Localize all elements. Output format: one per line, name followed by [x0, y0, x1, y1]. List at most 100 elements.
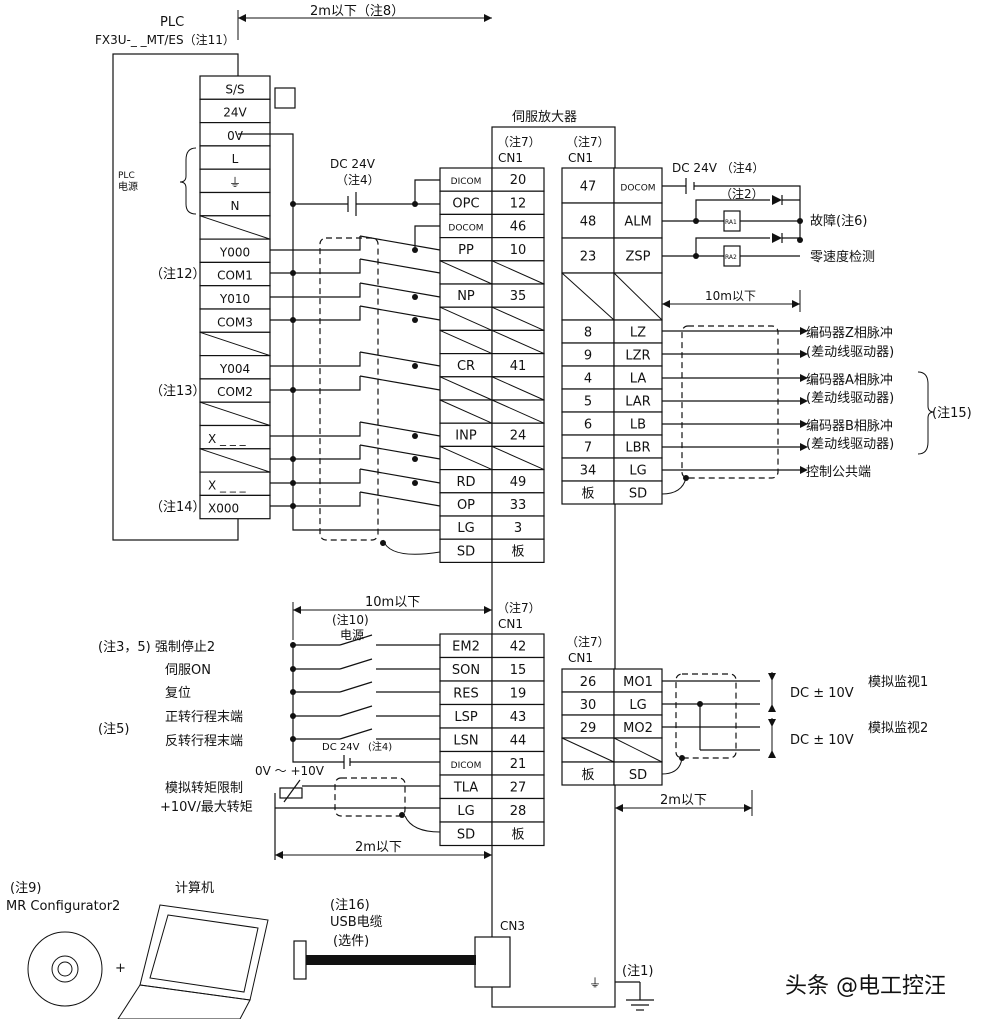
pin-cell: CR	[457, 359, 475, 374]
pin-cell: LG	[629, 464, 646, 479]
pin-cell: 43	[510, 710, 527, 725]
computer-label: 计算机	[175, 881, 214, 896]
plc-power-label-1: PLC	[118, 171, 135, 181]
pin-cell: 5	[584, 395, 592, 410]
plc: PLC FX3U-_ _MT/ES（注11） S/S 24V 0V L ⏚ N Y000CO…	[95, 15, 296, 541]
pin-cell: OPC	[452, 196, 479, 211]
enc-b-2: (差动线驱动器)	[806, 437, 894, 452]
pin-cell: 35	[510, 289, 527, 304]
pin-cell: 28	[510, 804, 527, 819]
plc-servo-wiring: DC 24V （注4）	[238, 133, 441, 555]
pin-cell: ZSP	[626, 250, 651, 265]
pin-cell: 20	[510, 173, 527, 188]
pin-cell: 8	[584, 326, 592, 341]
lower-dist-10m: 10m以下	[365, 595, 420, 610]
pin-cell: 33	[510, 498, 527, 513]
pin-cell: PP	[458, 243, 474, 258]
pin-cell: DOCOM	[448, 224, 483, 234]
enc-a-2: (差动线驱动器)	[806, 391, 894, 406]
pin-cell: 6	[584, 418, 592, 433]
dc-range-2: DC ± 10V	[790, 733, 854, 748]
pin-cell: LBR	[625, 441, 650, 456]
note15: (注15)	[932, 406, 972, 421]
pin-cell: MO2	[623, 721, 653, 736]
pin-cell: LG	[457, 521, 474, 536]
cn1-label-right: CN1	[568, 151, 593, 165]
plc-terminal	[199, 494, 271, 520]
pin-cell: LSP	[454, 710, 477, 725]
cn3-label: CN3	[500, 919, 525, 933]
plc-terminal-label: COM1	[217, 269, 253, 283]
enc-z-1: 编码器Z相脉冲	[806, 326, 893, 341]
pin-cell: 10	[510, 243, 527, 258]
plc-model: FX3U-_ _MT/ES（注11）	[95, 32, 235, 47]
plc-terminal-label: ⏚	[229, 176, 241, 190]
plc-terminal-label: Y000	[219, 245, 250, 259]
monitor-2: 模拟监视2	[868, 721, 928, 736]
note5: (注5)	[98, 722, 129, 737]
plc-terminal-label: COM2	[217, 385, 253, 399]
pin-cell: TLA	[453, 781, 478, 796]
enc-z-2: (差动线驱动器)	[806, 345, 894, 360]
top-dimension: 2m以下（注8）	[237, 4, 492, 40]
ra1: RA1	[725, 219, 737, 226]
pin-cell: LA	[630, 372, 647, 387]
monitor-wiring: DC ± 10V DC ± 10V 模拟监视1 模拟监视2 2m以下	[615, 672, 928, 816]
plc-terminal-label: Y004	[219, 362, 250, 376]
fault-label: 故障(注6)	[810, 214, 867, 229]
pin-cell: 19	[510, 687, 527, 702]
pin-cell: LG	[629, 698, 646, 713]
dc-range-1: DC ± 10V	[790, 686, 854, 701]
label-res: 复位	[165, 686, 191, 701]
cd-icon	[27, 931, 103, 1007]
label-son: 伺服ON	[165, 663, 211, 678]
dc24-left-label: DC 24V	[330, 157, 376, 171]
plc-power-brace	[179, 147, 197, 215]
cn1-note-lower-right: （注7）	[566, 634, 610, 649]
right-dist-10m: 10m以下	[705, 289, 756, 303]
pin-cell: SD	[629, 768, 647, 783]
analog-range: 0V ～ +10V	[255, 764, 325, 778]
lower-dc24: DC 24V	[322, 742, 360, 753]
cn1-note-lower: （注7）	[497, 600, 541, 615]
usb-label: USB电缆	[330, 914, 383, 930]
pin-cell: 板	[581, 487, 594, 502]
note12: （注12）	[150, 267, 206, 282]
pin-cell: SD	[457, 544, 475, 559]
lower-dist-2m: 2m以下	[355, 840, 402, 855]
pin-cell: INP	[455, 428, 477, 443]
pin-cell: 板	[511, 828, 524, 843]
plc-terminal-label: S/S	[225, 82, 244, 96]
bottom-section: (注9) MR Configurator2 + 计算机 (注16) USB电缆 …	[6, 881, 946, 1019]
pin-cell: DICOM	[451, 761, 482, 771]
plc-terminal-label: 24V	[223, 106, 247, 120]
pin-cell: 12	[510, 196, 527, 211]
shield-cable-encoder	[681, 325, 779, 479]
plc-terminal-label: N	[231, 199, 240, 213]
plc-terminal-label: COM3	[217, 315, 253, 329]
plc-terminal-label: 0V	[227, 129, 244, 143]
pin-cell: 48	[580, 215, 597, 230]
pin-cell: 46	[510, 220, 527, 235]
plc-terminal-label: L	[232, 152, 239, 166]
label-lsn: 反转行程末端	[165, 734, 243, 749]
pin-cell: NP	[457, 289, 475, 304]
pin-cell: EM2	[452, 640, 480, 655]
cn1-note-right: （注7）	[566, 134, 610, 149]
pin-cell: 49	[510, 475, 527, 490]
usb-plug	[293, 940, 307, 980]
dc24-left-note: （注4）	[336, 172, 380, 187]
usb-optional: (选件)	[333, 934, 369, 949]
cn3-connector	[474, 936, 511, 988]
laptop-icon	[117, 904, 269, 1019]
pin-cell: 3	[514, 521, 522, 536]
ground-symbol: ⏚	[589, 976, 601, 990]
analog-label-2: +10V/最大转矩	[160, 800, 253, 815]
pin-cell: 21	[510, 757, 527, 772]
pin-cell: 41	[510, 359, 527, 374]
pin-cell: 29	[580, 721, 597, 736]
